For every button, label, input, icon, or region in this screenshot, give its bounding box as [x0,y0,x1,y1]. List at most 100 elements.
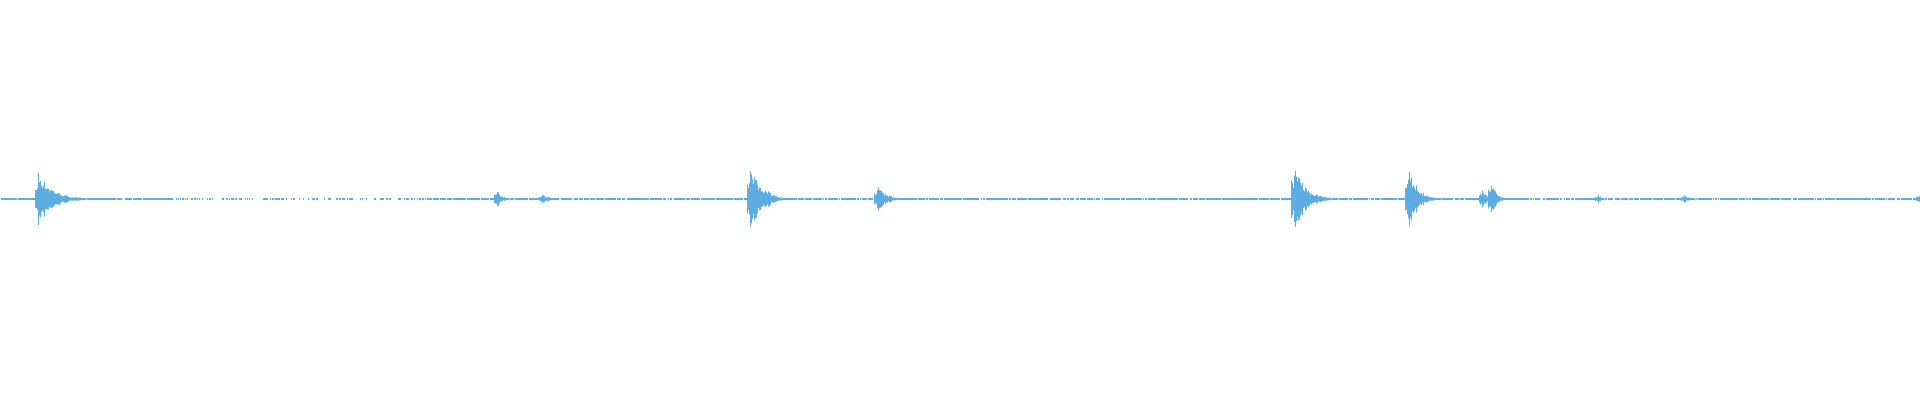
waveform-sample [665,198,666,200]
waveform-sample [585,198,586,200]
waveform-sample [317,198,318,200]
waveform-sample [1530,198,1531,200]
waveform-sample [1182,198,1183,200]
waveform-sample [1631,198,1632,200]
waveform-sample [6,198,7,200]
waveform-sample [324,198,325,200]
waveform-sample [1903,198,1904,200]
waveform-sample [1220,198,1221,200]
waveform-sample [131,198,132,200]
waveform-sample [1088,198,1089,200]
waveform-sample [1834,198,1835,200]
waveform-sample [974,198,975,200]
waveform-sample [1437,197,1438,201]
waveform-sample [154,198,155,200]
waveform-sample [1449,198,1450,200]
waveform-sample [522,198,523,200]
waveform-sample [419,198,420,200]
waveform-sample [1917,197,1918,201]
waveform-sample [1911,198,1912,200]
waveform-sample [1149,198,1150,200]
waveform-sample [1001,198,1002,200]
waveform-sample [1898,198,1899,200]
waveform-sample [1789,198,1790,200]
waveform-sample [483,198,484,200]
waveform-sample [650,198,651,200]
waveform-sample [554,198,555,200]
waveform-sample [780,197,781,201]
waveform-sample [887,195,888,203]
waveform-sample [813,198,814,200]
waveform-sample [1275,198,1276,200]
waveform-sample [818,198,819,200]
waveform-sample [1078,198,1079,200]
waveform-sample [1042,198,1043,200]
waveform-sample [1477,198,1478,200]
waveform-sample [734,198,735,200]
waveform-sample [1823,198,1824,200]
waveform-sample [1201,198,1202,200]
waveform-sample [2,198,3,200]
waveform-sample [627,198,628,200]
waveform-sample [657,198,658,200]
waveform-sample [1674,198,1675,200]
waveform-sample [1087,198,1088,200]
waveform-sample [1471,198,1472,200]
waveform-sample [1019,198,1020,200]
waveform-sample [463,198,464,200]
waveform-sample [398,198,399,200]
waveform-sample [1740,198,1741,200]
waveform-sample [1435,198,1436,200]
waveform-sample [1245,198,1246,200]
waveform-sample [1616,198,1617,200]
waveform-sample [1318,196,1319,202]
waveform-sample [1758,198,1759,200]
waveform-sample [787,198,788,200]
waveform-sample [729,198,730,200]
waveform-sample [807,198,808,200]
waveform-sample [1206,198,1207,200]
waveform-sample [900,198,901,200]
waveform-sample [953,198,954,200]
waveform-sample [551,198,552,200]
waveform-sample [1039,198,1040,200]
waveform-sample [1884,198,1885,200]
waveform-sample [1728,198,1729,200]
waveform-sample [1112,198,1113,200]
waveform-sample [26,198,27,200]
waveform-sample [1442,198,1443,200]
waveform-sample [1433,197,1434,201]
waveform-sample [1581,198,1582,200]
waveform-sample [829,198,830,200]
waveform-sample [461,198,462,200]
waveform-sample [901,198,902,200]
waveform-sample [1165,198,1166,200]
waveform-sample [811,198,812,200]
waveform-sample [1591,198,1592,200]
waveform-sample [973,198,974,200]
waveform-sample [1382,198,1383,200]
waveform-sample [1362,198,1363,200]
waveform-sample [1916,196,1917,201]
waveform-sample [1401,198,1402,200]
waveform-sample [1399,198,1400,200]
waveform-sample [1543,198,1544,200]
waveform-sample [265,198,266,200]
waveform-sample [97,198,98,200]
waveform-sample [993,198,994,200]
waveform-sample [1601,198,1602,200]
waveform-sample [60,194,61,204]
waveform-sample [852,198,853,200]
waveform-sample [593,198,594,200]
waveform-sample [276,198,277,200]
waveform-sample [160,198,161,200]
waveform-sample [111,198,112,200]
waveform-sample [101,198,102,200]
waveform-sample [1666,198,1667,200]
waveform-sample [1682,197,1683,202]
waveform-sample [170,198,171,200]
waveform-sample [1384,198,1385,200]
waveform-sample [467,198,468,200]
waveform-sample [1356,198,1357,200]
